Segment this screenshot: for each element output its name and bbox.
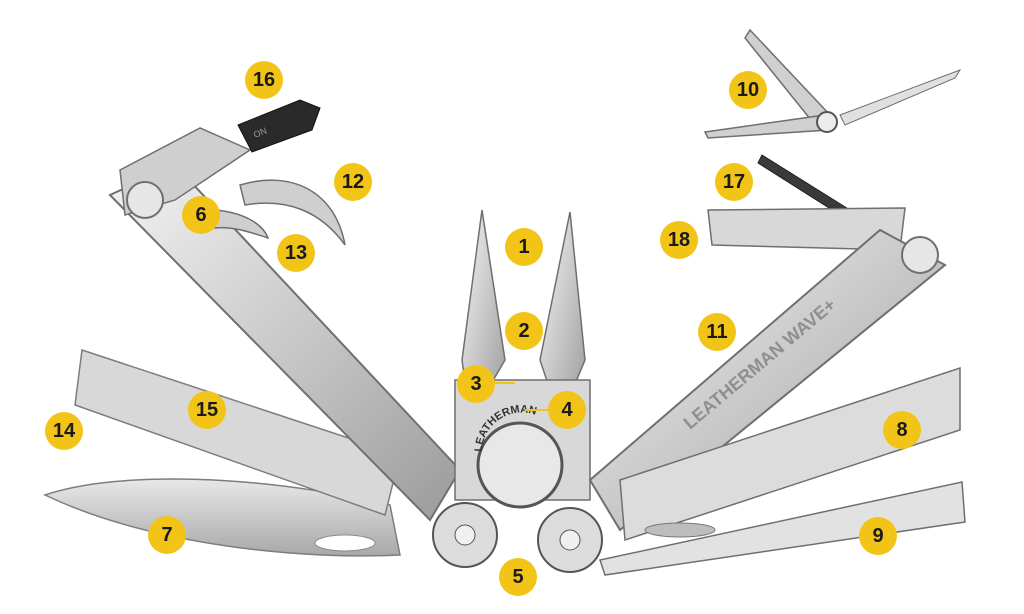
serrated-blade <box>619 366 961 542</box>
screwdriver-bit <box>237 99 321 153</box>
callout-16: 16 <box>245 61 283 99</box>
bit-marking: ON <box>252 126 268 140</box>
callout-10: 10 <box>729 71 767 109</box>
callout-2: 2 <box>505 312 543 350</box>
scissors-pivot <box>816 111 838 133</box>
callout-6: 6 <box>182 196 220 234</box>
callout-14: 14 <box>45 412 83 450</box>
bottle-opener <box>214 209 270 240</box>
right-handle <box>588 228 947 532</box>
pliers-pivot <box>476 421 564 509</box>
callout-18: 18 <box>660 221 698 259</box>
scissors-spring <box>839 69 962 126</box>
callout-7: 7 <box>148 516 186 554</box>
callout-8: 8 <box>883 411 921 449</box>
can-opener-blade <box>239 179 346 246</box>
callout-1: 1 <box>505 228 543 266</box>
blade-slot <box>644 522 716 538</box>
callout-9: 9 <box>859 517 897 555</box>
callout-15: 15 <box>188 391 226 429</box>
callout-11: 11 <box>698 313 736 351</box>
right-hinge-screw <box>559 529 581 551</box>
callout-13: 13 <box>277 234 315 272</box>
callout-3: 3 <box>457 365 495 403</box>
callout-4: 4 <box>548 391 586 429</box>
knife-thumb-hole <box>314 534 376 552</box>
right-pivot-screw <box>901 236 939 274</box>
callout-17: 17 <box>715 163 753 201</box>
left-hinge-screw <box>454 524 476 546</box>
callout-12: 12 <box>334 163 372 201</box>
file-blade <box>74 349 401 516</box>
left-pivot-screw <box>126 181 164 219</box>
callout-5: 5 <box>499 558 537 596</box>
scissors-blade-lower <box>703 114 829 139</box>
saw-blade <box>599 481 966 576</box>
